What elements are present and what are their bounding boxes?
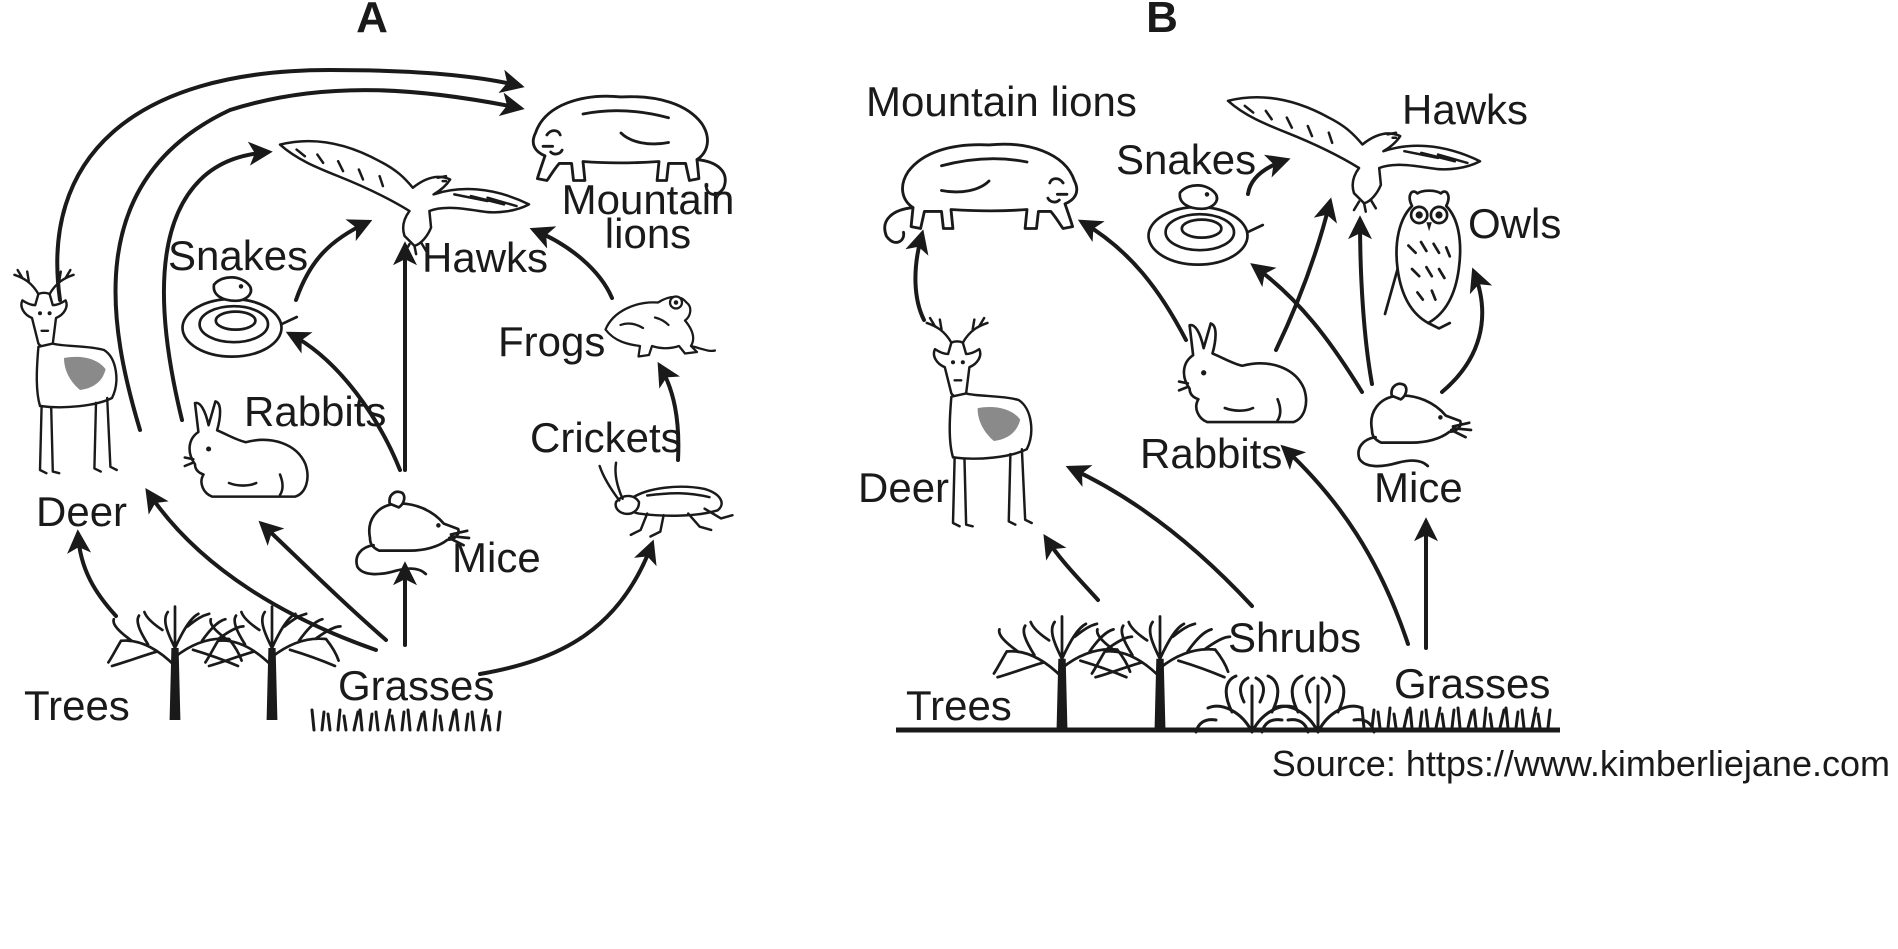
arrow-shrubs-to-deer: [1065, 465, 1254, 608]
label-mice: Mice: [1374, 464, 1463, 511]
label-grasses: Grasses: [338, 662, 494, 709]
arrow-frogs-to-hawks: [529, 226, 614, 300]
label-mice: Mice: [452, 534, 541, 581]
tree-icon: [992, 615, 1134, 734]
label-snakes: Snakes: [1116, 136, 1256, 183]
arrow-grasses-to-deer: [145, 488, 378, 652]
panel-b-arrows: [905, 154, 1493, 650]
grass-icon: [310, 708, 502, 732]
arrow-rabbits-to-mountain-lions: [113, 88, 525, 432]
arrow-rabbits-to-hawks: [1274, 197, 1337, 352]
tree-icon: [204, 605, 342, 722]
label-hawks: Hawks: [1402, 86, 1528, 133]
label-grasses: Grasses: [1394, 660, 1550, 707]
label-mountain-lions: Mountain: [562, 176, 735, 223]
label-mountain-lions-line2: lions: [605, 210, 691, 257]
arrow-mice-to-owls: [1440, 267, 1493, 394]
arrow-grasses-to-crickets: [478, 539, 657, 676]
rabbit-icon: [1177, 322, 1308, 424]
arrow-snakes-to-hawks: [294, 219, 373, 302]
tree-icon: [1090, 615, 1232, 734]
source-credit: Source: https://www.kimberliejane.com: [1272, 743, 1890, 784]
cricket-icon: [598, 461, 734, 538]
label-rabbits: Rabbits: [1140, 430, 1282, 477]
snake-icon: [181, 275, 299, 358]
arrow-deer-to-mountain-lions: [905, 229, 929, 322]
mountain-lion-icon: [883, 142, 1079, 244]
label-trees: Trees: [906, 682, 1012, 729]
owl-icon: [1383, 189, 1462, 330]
arrow-grasses-to-rabbits: [1280, 444, 1410, 646]
arrow-crickets-to-frogs: [657, 361, 681, 462]
arrow-rabbits-to-mountain-lions: [1077, 219, 1188, 342]
arrow-trees-to-deer: [1043, 533, 1100, 602]
label-mountain-lions: Mountain lions: [866, 78, 1137, 125]
panel-a-title: A: [356, 0, 388, 42]
label-frogs: Frogs: [498, 318, 605, 365]
arrow-mice-to-hawks: [1348, 215, 1374, 386]
grass-icon: [1360, 706, 1552, 730]
label-owls: Owls: [1468, 200, 1561, 247]
arrow-trees-to-deer: [67, 529, 118, 618]
panel-b: B Mountain lions: [858, 0, 1561, 734]
label-trees: Trees: [24, 682, 130, 729]
panel-a-arrows: [55, 67, 681, 676]
label-deer: Deer: [36, 488, 127, 535]
arrow-deer-to-mountain-lions: [55, 67, 525, 302]
shrub-icon: [1260, 674, 1376, 734]
frog-icon: [604, 295, 717, 358]
snake-icon: [1147, 183, 1265, 266]
arrow-grasses-to-rabbits: [258, 520, 388, 642]
arrow-rabbits-to-hawks: [161, 141, 273, 422]
panel-b-title: B: [1146, 0, 1178, 42]
label-snakes: Snakes: [168, 232, 308, 279]
deer-icon: [13, 268, 119, 475]
panel-a: A Mountain lions: [13, 0, 735, 732]
label-hawks: Hawks: [422, 234, 548, 281]
arrow-mice-to-snakes: [1250, 263, 1364, 394]
label-rabbits: Rabbits: [244, 388, 386, 435]
label-shrubs: Shrubs: [1228, 614, 1361, 661]
arrow-snakes-to-hawks: [1246, 154, 1291, 196]
arrow-mice-to-snakes: [285, 331, 402, 472]
mouse-icon: [1357, 382, 1473, 468]
label-crickets: Crickets: [530, 414, 682, 461]
shrub-icon: [1194, 674, 1310, 734]
label-deer: Deer: [858, 464, 949, 511]
